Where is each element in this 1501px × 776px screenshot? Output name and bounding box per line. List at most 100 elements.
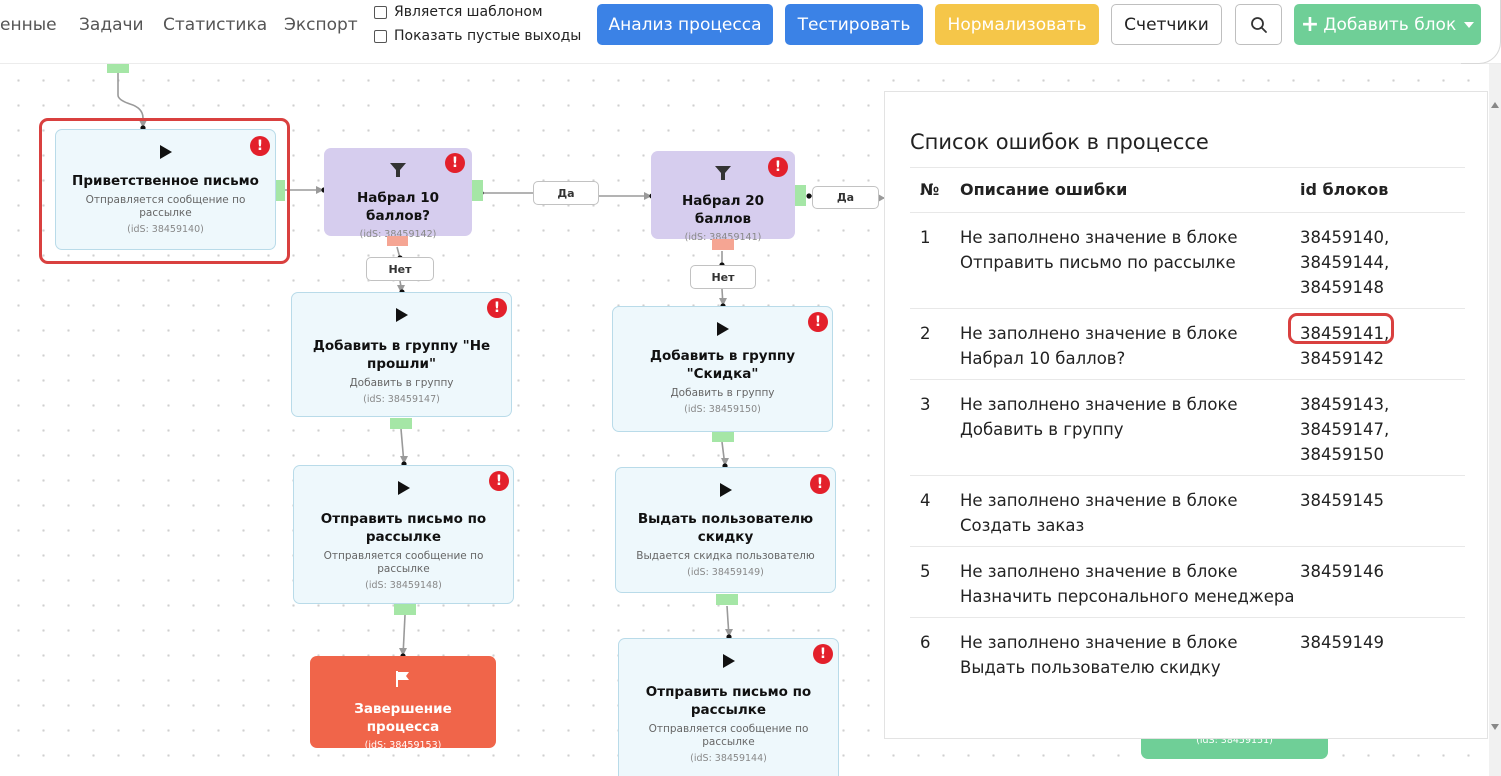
error-icon[interactable]: ! xyxy=(489,471,509,491)
block-id: (idS: 38459141) xyxy=(684,232,762,243)
add-block-button[interactable]: + Добавить блок xyxy=(1294,4,1481,45)
block-welcome-letter[interactable]: Приветственное письмо Отправляется сообщ… xyxy=(55,129,276,250)
play-icon xyxy=(716,322,729,336)
errors-panel: Список ошибок в процессе № Описание ошиб… xyxy=(884,91,1488,739)
block-description: Отправляется сообщение по рассылке xyxy=(323,550,484,575)
row-num: 3 xyxy=(920,395,931,414)
output-port-yes[interactable] xyxy=(795,185,806,206)
row-desc-line: Отправить письмо по рассылке xyxy=(960,253,1236,272)
block-title: Приветственное письмо xyxy=(72,173,259,189)
filter-icon xyxy=(715,166,731,180)
is-template-checkbox[interactable]: Является шаблоном xyxy=(374,4,543,20)
arrowhead xyxy=(397,285,405,293)
test-button[interactable]: Тестировать xyxy=(785,4,923,45)
edge-label-yes[interactable]: Да xyxy=(533,181,599,205)
table-header: № Описание ошибки id блоков xyxy=(910,167,1465,213)
block-id: (idS: 38459148) xyxy=(365,580,442,591)
row-desc-line: Не заполнено значение в блоке xyxy=(960,633,1238,652)
block-description: Выдается скидка пользователю xyxy=(636,550,815,562)
scroll-down-icon[interactable] xyxy=(1491,724,1499,730)
col-desc-header: Описание ошибки xyxy=(960,180,1128,199)
arrowhead xyxy=(400,456,408,464)
output-port[interactable] xyxy=(390,418,412,429)
id-highlight-frame xyxy=(1288,313,1394,344)
block-partially-hidden[interactable]: (idS: 38459151) xyxy=(1141,735,1328,759)
error-icon[interactable]: ! xyxy=(487,298,507,318)
block-id-value: 38459149 xyxy=(1300,633,1384,652)
tab-tasks[interactable]: Задачи xyxy=(79,15,144,35)
row-desc-line: Создать заказ xyxy=(960,516,1085,535)
panel-title: Список ошибок в процессе xyxy=(910,130,1209,154)
edge-label-no[interactable]: Нет xyxy=(690,265,756,289)
row-ids: 38459145 xyxy=(1300,488,1420,513)
output-port[interactable] xyxy=(394,604,416,615)
block-id: (idS: 38459149) xyxy=(687,567,764,578)
play-icon xyxy=(722,654,735,668)
block-send-mailing[interactable]: Отправить письмо по рассылке Отправляетс… xyxy=(618,638,839,776)
output-port[interactable] xyxy=(107,64,129,73)
checkbox-box[interactable] xyxy=(374,29,387,43)
error-icon[interactable]: ! xyxy=(768,157,788,177)
show-empty-outputs-label: Показать пустые выходы xyxy=(394,28,582,44)
col-num-header: № xyxy=(920,180,940,199)
error-icon[interactable]: ! xyxy=(445,153,465,173)
block-id: (idS: 38459140) xyxy=(127,224,204,235)
error-icon[interactable]: ! xyxy=(813,644,833,664)
output-port-yes[interactable] xyxy=(472,180,483,201)
output-port[interactable] xyxy=(276,180,285,201)
search-button[interactable] xyxy=(1235,4,1282,45)
error-icon[interactable]: ! xyxy=(808,312,828,332)
block-id-value: 38459144, xyxy=(1300,253,1390,272)
plus-icon: + xyxy=(1300,12,1320,37)
row-num: 2 xyxy=(920,324,931,343)
block-id-value: 38459141, xyxy=(1300,324,1390,343)
block-id-value: 38459145 xyxy=(1300,491,1384,510)
row-desc-line: Выдать пользователю скидку xyxy=(960,658,1221,677)
checkbox-box[interactable] xyxy=(374,5,387,19)
analyze-process-button[interactable]: Анализ процесса xyxy=(597,4,773,45)
search-icon xyxy=(1250,16,1267,33)
add-block-label: Добавить блок xyxy=(1323,14,1457,35)
row-num: 4 xyxy=(920,491,931,510)
edge-label-no[interactable]: Нет xyxy=(366,257,434,281)
play-icon xyxy=(719,483,732,497)
error-icon[interactable]: ! xyxy=(250,136,270,156)
output-port-no[interactable] xyxy=(387,236,408,246)
play-icon xyxy=(395,308,408,322)
is-template-label: Является шаблоном xyxy=(394,4,543,20)
tab-saved[interactable]: енные xyxy=(0,15,57,35)
block-title: Набрал 10 баллов? xyxy=(357,190,439,224)
output-port[interactable] xyxy=(712,432,734,442)
output-port-no[interactable] xyxy=(712,239,734,250)
edge-label-yes[interactable]: Да xyxy=(812,186,879,209)
normalize-button[interactable]: Нормализовать xyxy=(935,4,1099,45)
scroll-up-icon[interactable] xyxy=(1491,102,1499,108)
tab-statistics[interactable]: Статистика xyxy=(163,15,268,35)
counters-button[interactable]: Счетчики xyxy=(1111,4,1222,45)
canvas-scrollbar[interactable] xyxy=(1489,64,1501,776)
row-desc-line: Набрал 10 баллов? xyxy=(960,349,1126,368)
block-description: Отправляется сообщение по рассылке xyxy=(648,723,809,748)
block-add-group-fail[interactable]: Добавить в группу "Не прошли" Добавить в… xyxy=(291,292,512,417)
row-num: 5 xyxy=(920,562,931,581)
error-icon[interactable]: ! xyxy=(810,474,830,494)
row-ids: 38459141,38459142 xyxy=(1300,321,1420,371)
show-empty-outputs-checkbox[interactable]: Показать пустые выходы xyxy=(374,28,581,44)
output-port[interactable] xyxy=(716,594,738,605)
block-add-group-discount[interactable]: Добавить в группу "Скидка" Добавить в гр… xyxy=(612,306,833,432)
block-process-end[interactable]: Завершение процесса (idS: 38459153) xyxy=(310,656,496,751)
block-send-mailing[interactable]: Отправить письмо по рассылке Отправляетс… xyxy=(293,465,514,604)
toolbar-corner xyxy=(1461,0,1501,64)
block-id: (idS: 38459151) xyxy=(1196,735,1273,746)
link-top-welcome xyxy=(117,72,144,128)
tab-export[interactable]: Экспорт xyxy=(284,15,358,35)
block-id-value: 38459150 xyxy=(1300,445,1384,464)
row-desc-line: Добавить в группу xyxy=(960,420,1124,439)
block-give-discount[interactable]: Выдать пользователю скидку Выдается скид… xyxy=(615,467,836,593)
block-description: Отправляется сообщение по рассылке xyxy=(85,194,246,219)
